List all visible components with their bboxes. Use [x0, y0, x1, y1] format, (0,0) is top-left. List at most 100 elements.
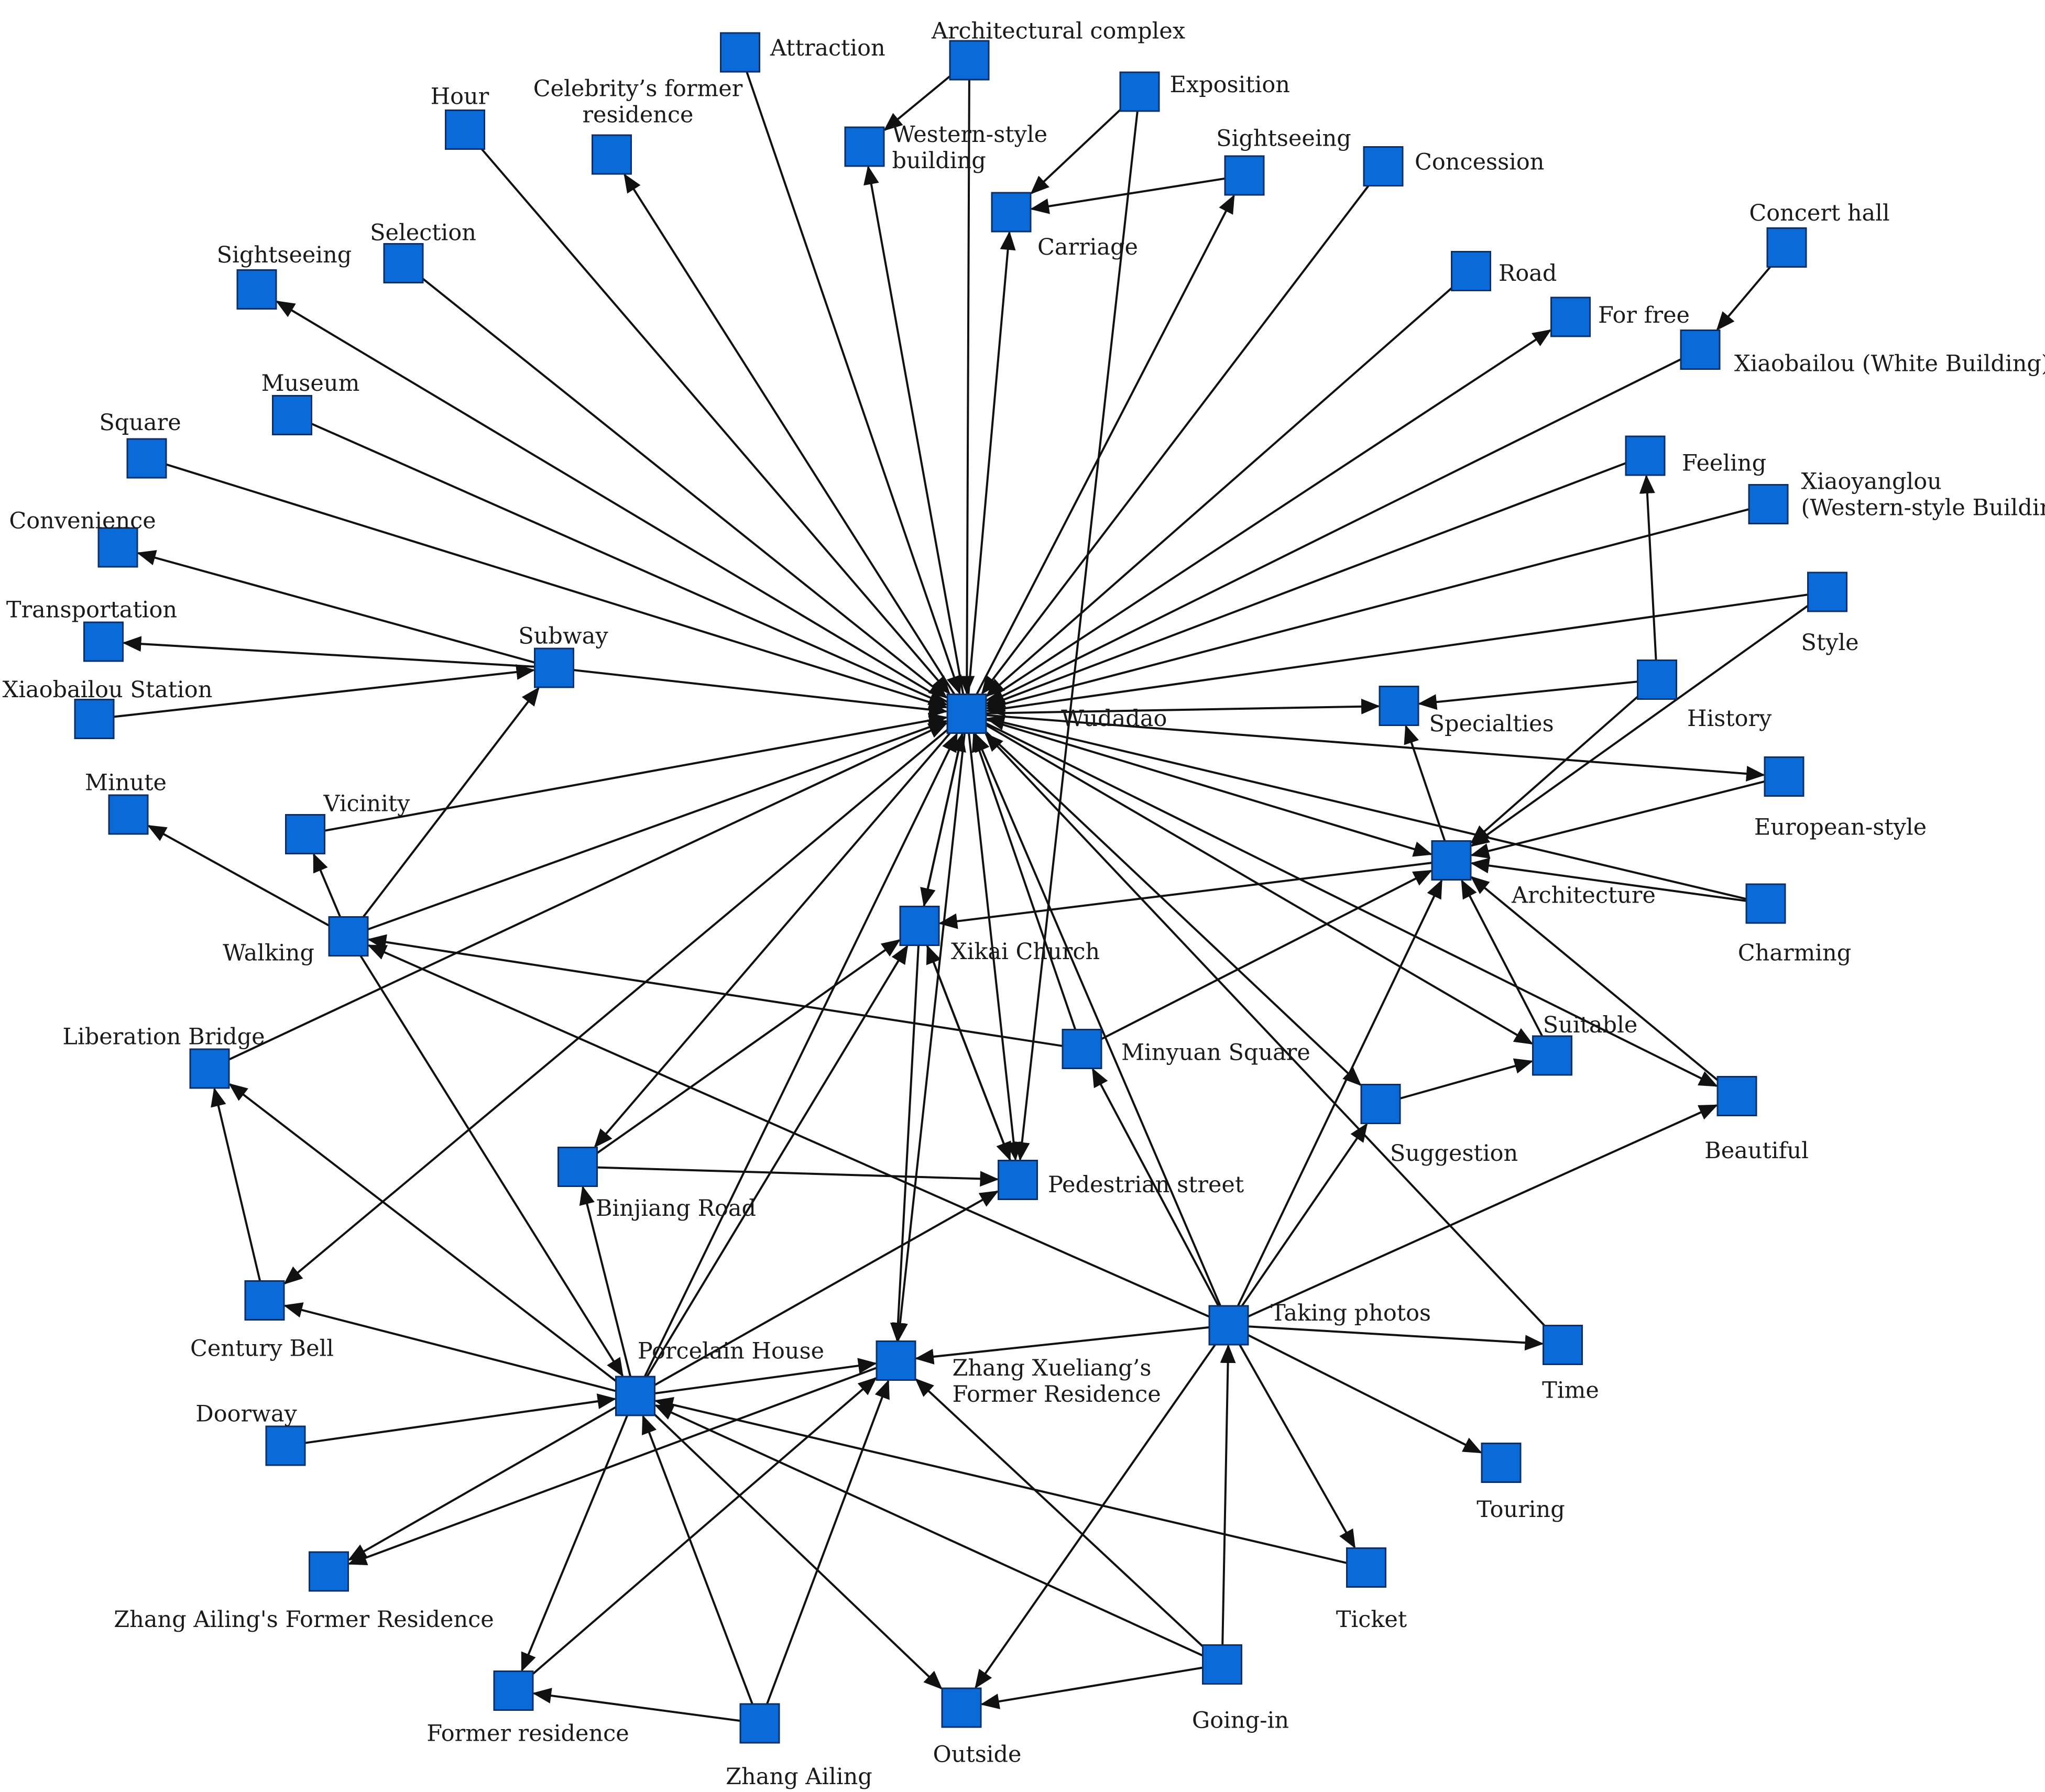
- edge-wudadao-to-zxl_res: [892, 733, 966, 1342]
- node-zhang_ailing[interactable]: [739, 1703, 780, 1744]
- node-former_res[interactable]: [493, 1670, 534, 1711]
- edge-history-to-architecture: [1470, 696, 1638, 844]
- node-label-carriage: Carriage: [1037, 234, 1138, 260]
- node-celebrity[interactable]: [592, 134, 632, 175]
- node-label-square: Square: [99, 410, 181, 436]
- node-vicinity[interactable]: [285, 814, 325, 854]
- edge-suggestion-to-suitable: [1399, 1058, 1534, 1100]
- edge-wudadao-to-pedestrian: [968, 733, 1022, 1161]
- node-western_bldg[interactable]: [844, 126, 885, 167]
- node-sightseeing_left[interactable]: [236, 269, 277, 310]
- node-beautiful[interactable]: [1716, 1076, 1757, 1116]
- node-liberation_bridge[interactable]: [189, 1048, 230, 1089]
- node-outside[interactable]: [941, 1687, 982, 1728]
- edge-european-to-architecture: [1470, 780, 1765, 859]
- edge-porcelain_house-to-wudadao: [643, 732, 958, 1377]
- node-suggestion[interactable]: [1360, 1084, 1401, 1124]
- node-attraction[interactable]: [720, 32, 760, 73]
- edge-xiaobailou_station-to-subway: [113, 664, 535, 718]
- node-feeling[interactable]: [1625, 435, 1666, 476]
- node-xiaobailou[interactable]: [1680, 329, 1721, 370]
- node-ticket[interactable]: [1346, 1547, 1386, 1588]
- edge-wudadao-to-european: [986, 714, 1765, 782]
- edge-xiaobailou-to-wudadao: [986, 358, 1681, 705]
- edge-binjiang-to-xikai: [596, 939, 901, 1155]
- node-concession[interactable]: [1363, 146, 1404, 186]
- edge-wudadao-to-western_bldg: [863, 166, 965, 695]
- edge-wudadao-to-celebrity: [624, 173, 956, 695]
- node-xikai[interactable]: [899, 906, 940, 946]
- node-porcelain_house[interactable]: [615, 1376, 655, 1416]
- node-suitable[interactable]: [1532, 1035, 1572, 1076]
- node-for_free[interactable]: [1550, 296, 1591, 337]
- node-wudadao[interactable]: [946, 694, 987, 734]
- edge-going_in-to-porcelain_house: [654, 1404, 1204, 1657]
- node-european[interactable]: [1764, 756, 1805, 797]
- node-concert_hall[interactable]: [1766, 227, 1807, 268]
- edge-hour-to-wudadao: [480, 148, 950, 695]
- node-carriage[interactable]: [991, 192, 1032, 233]
- edge-xikai-to-zxl_res: [890, 945, 920, 1342]
- node-label-sightseeing_top: Sightseeing: [1216, 126, 1351, 152]
- edge-suitable-to-architecture: [1461, 879, 1544, 1037]
- node-century_bell[interactable]: [244, 1280, 285, 1321]
- edge-style-to-architecture: [1470, 604, 1809, 847]
- edge-pedestrian-to-xikai: [926, 944, 1012, 1161]
- edge-zhang_ailing-to-zxl_res: [766, 1379, 890, 1705]
- edge-road-to-wudadao: [986, 287, 1452, 697]
- node-history[interactable]: [1637, 659, 1677, 700]
- node-label-pedestrian: Pedestrian street: [1048, 1172, 1244, 1198]
- node-time[interactable]: [1543, 1325, 1583, 1365]
- node-zhang_ailing_res[interactable]: [309, 1551, 349, 1592]
- edge-walking-to-minute: [147, 824, 330, 927]
- edge-xikai-to-wudadao: [923, 732, 966, 907]
- node-label-architecture: Architecture: [1511, 883, 1656, 909]
- edge-subway-to-transportation: [122, 636, 535, 668]
- node-transportation[interactable]: [83, 621, 124, 662]
- node-museum[interactable]: [272, 395, 312, 435]
- node-selection[interactable]: [383, 243, 424, 283]
- edge-wudadao-to-beautiful: [986, 722, 1718, 1087]
- node-label-suggestion: Suggestion: [1390, 1140, 1518, 1167]
- node-specialties[interactable]: [1379, 686, 1419, 726]
- edge-wudadao-to-for_free: [985, 329, 1552, 702]
- node-subway[interactable]: [534, 647, 574, 688]
- node-road[interactable]: [1451, 251, 1491, 291]
- node-minute[interactable]: [108, 794, 149, 835]
- node-label-outside: Outside: [933, 1742, 1021, 1768]
- node-style[interactable]: [1807, 571, 1847, 612]
- node-label-going_in: Going-in: [1192, 1708, 1289, 1734]
- node-architecture[interactable]: [1431, 840, 1472, 881]
- node-pedestrian[interactable]: [998, 1160, 1038, 1200]
- node-doorway[interactable]: [265, 1425, 306, 1466]
- node-label-hour: Hour: [431, 84, 489, 110]
- node-xiaoyanglou[interactable]: [1748, 484, 1789, 524]
- node-taking_photos[interactable]: [1208, 1305, 1249, 1346]
- node-binjiang[interactable]: [557, 1147, 598, 1187]
- node-label-beautiful: Beautiful: [1704, 1138, 1809, 1164]
- edge-wudadao-to-century_bell: [283, 729, 948, 1285]
- node-label-sightseeing_left: Sightseeing: [217, 242, 352, 268]
- node-exposition[interactable]: [1119, 71, 1160, 112]
- node-label-concession: Concession: [1415, 149, 1544, 175]
- node-label-style: Style: [1801, 630, 1858, 656]
- node-minyuan[interactable]: [1062, 1029, 1102, 1069]
- node-label-zhang_ailing: Zhang Ailing: [726, 1764, 872, 1790]
- node-square[interactable]: [126, 438, 167, 479]
- node-going_in[interactable]: [1202, 1644, 1242, 1685]
- node-label-former_res: Former residence: [427, 1721, 629, 1747]
- node-walking[interactable]: [328, 916, 369, 957]
- edge-porcelain_house-to-century_bell: [283, 1302, 616, 1392]
- node-hour[interactable]: [445, 109, 485, 150]
- node-xiaobailou_station[interactable]: [74, 699, 115, 739]
- node-convenience[interactable]: [97, 527, 138, 568]
- node-sightseeing_top[interactable]: [1224, 155, 1265, 196]
- node-zxl_res[interactable]: [876, 1340, 916, 1381]
- node-charming[interactable]: [1745, 883, 1786, 924]
- node-arch_complex[interactable]: [949, 40, 990, 81]
- edge-wudadao-to-suggestion: [985, 731, 1362, 1086]
- node-touring[interactable]: [1481, 1443, 1522, 1483]
- edge-wudadao-to-specialties: [986, 698, 1380, 714]
